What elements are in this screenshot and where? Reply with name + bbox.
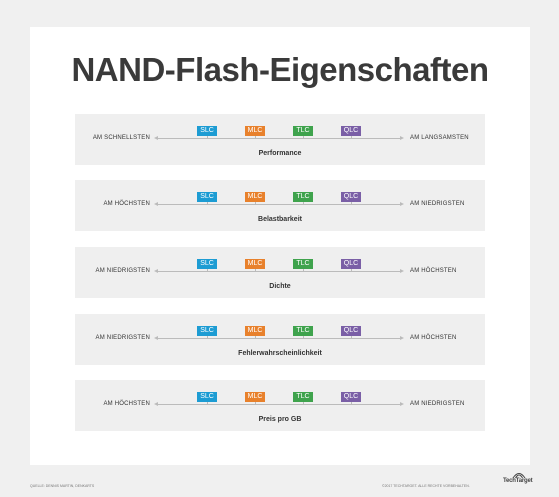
row-caption: Preis pro GB [258,416,302,423]
axis-tick [303,136,304,139]
nand-type-badge: QLC [341,326,361,336]
axis-tick [351,202,352,205]
scale-left-label: AM NIEDRIGSTEN [95,335,150,341]
axis-tick [303,402,304,405]
property-row: AM NIEDRIGSTEN SLC MLC TLC QLC AM HÖCHSTEN Dic… [75,247,485,298]
axis-tick [207,136,208,139]
nand-type-badge: SLC [197,326,217,336]
arrow-right-icon [400,136,404,140]
scale-right-label: AM NIEDRIGSTEN [410,401,465,407]
axis-tick [207,269,208,272]
scale-right-label: AM HÖCHSTEN [410,268,457,274]
axis-tick [255,136,256,139]
page-title: NAND-Flash-Eigenschaften [71,51,489,88]
scale-right-label: AM NIEDRIGSTEN [410,201,465,207]
scale-axis [156,138,401,139]
axis-tick [351,402,352,405]
scale-axis [156,404,401,405]
arrow-right-icon [400,202,404,206]
nand-type-badge: TLC [293,326,313,336]
nand-type-badge: TLC [293,392,313,402]
row-caption: Fehlerwahrscheinlichkeit [238,350,322,357]
axis-tick [351,136,352,139]
nand-type-badge: QLC [341,126,361,136]
techtarget-logo-text: TechTarget [503,478,533,484]
scale-right-label: AM HÖCHSTEN [410,335,457,341]
axis-tick [207,202,208,205]
axis-tick [207,402,208,405]
diagram-card: NAND-Flash-Eigenschaften AM SCHNELLSTEN S… [30,27,530,465]
nand-type-badge: SLC [197,126,217,136]
copyright-note: ©2017 TECHTARGET. ALLE RECHTE VORBEHALTE… [382,484,470,488]
nand-type-badge: TLC [293,126,313,136]
axis-tick [303,202,304,205]
scale-axis [156,271,401,272]
scale-left-label: AM HÖCHSTEN [103,401,150,407]
axis-tick [303,336,304,339]
nand-type-badge: MLC [245,259,265,269]
scale-left-label: AM HÖCHSTEN [103,201,150,207]
property-row: AM HÖCHSTEN SLC MLC TLC QLC AM NIEDRIGSTEN Pre… [75,380,485,431]
nand-type-badge: SLC [197,259,217,269]
arrow-right-icon [400,336,404,340]
nand-type-badge: SLC [197,392,217,402]
axis-tick [255,402,256,405]
axis-tick [303,269,304,272]
source-note: QUELLE: DENNIS MARTIN, DENKARTS [30,484,95,488]
nand-type-badge: QLC [341,259,361,269]
axis-tick [351,336,352,339]
nand-type-badge: QLC [341,392,361,402]
property-row: AM NIEDRIGSTEN SLC MLC TLC QLC AM HÖCHSTEN Feh… [75,314,485,365]
techtarget-logo-icon [512,473,526,479]
arrow-right-icon [400,402,404,406]
nand-type-badge: TLC [293,259,313,269]
scale-axis [156,338,401,339]
nand-type-badge: QLC [341,192,361,202]
arrow-right-icon [400,269,404,273]
axis-tick [351,269,352,272]
nand-type-badge: SLC [197,192,217,202]
property-row: AM SCHNELLSTEN SLC MLC TLC QLC AM LANGSAMSTEN… [75,114,485,165]
row-caption: Dichte [269,283,291,290]
axis-tick [255,202,256,205]
scale-left-label: AM NIEDRIGSTEN [95,268,150,274]
axis-tick [255,336,256,339]
scale-left-label: AM SCHNELLSTEN [92,135,150,141]
nand-type-badge: MLC [245,326,265,336]
nand-type-badge: MLC [245,126,265,136]
nand-type-badge: MLC [245,392,265,402]
axis-tick [255,269,256,272]
scale-right-label: AM LANGSAMSTEN [410,135,469,141]
axis-tick [207,336,208,339]
row-caption: Performance [258,150,302,157]
row-caption: Belastbarkeit [258,216,302,223]
property-row: AM HÖCHSTEN SLC MLC TLC QLC AM NIEDRIGSTEN Bel… [75,180,485,231]
nand-type-badge: MLC [245,192,265,202]
scale-axis [156,204,401,205]
nand-type-badge: TLC [293,192,313,202]
